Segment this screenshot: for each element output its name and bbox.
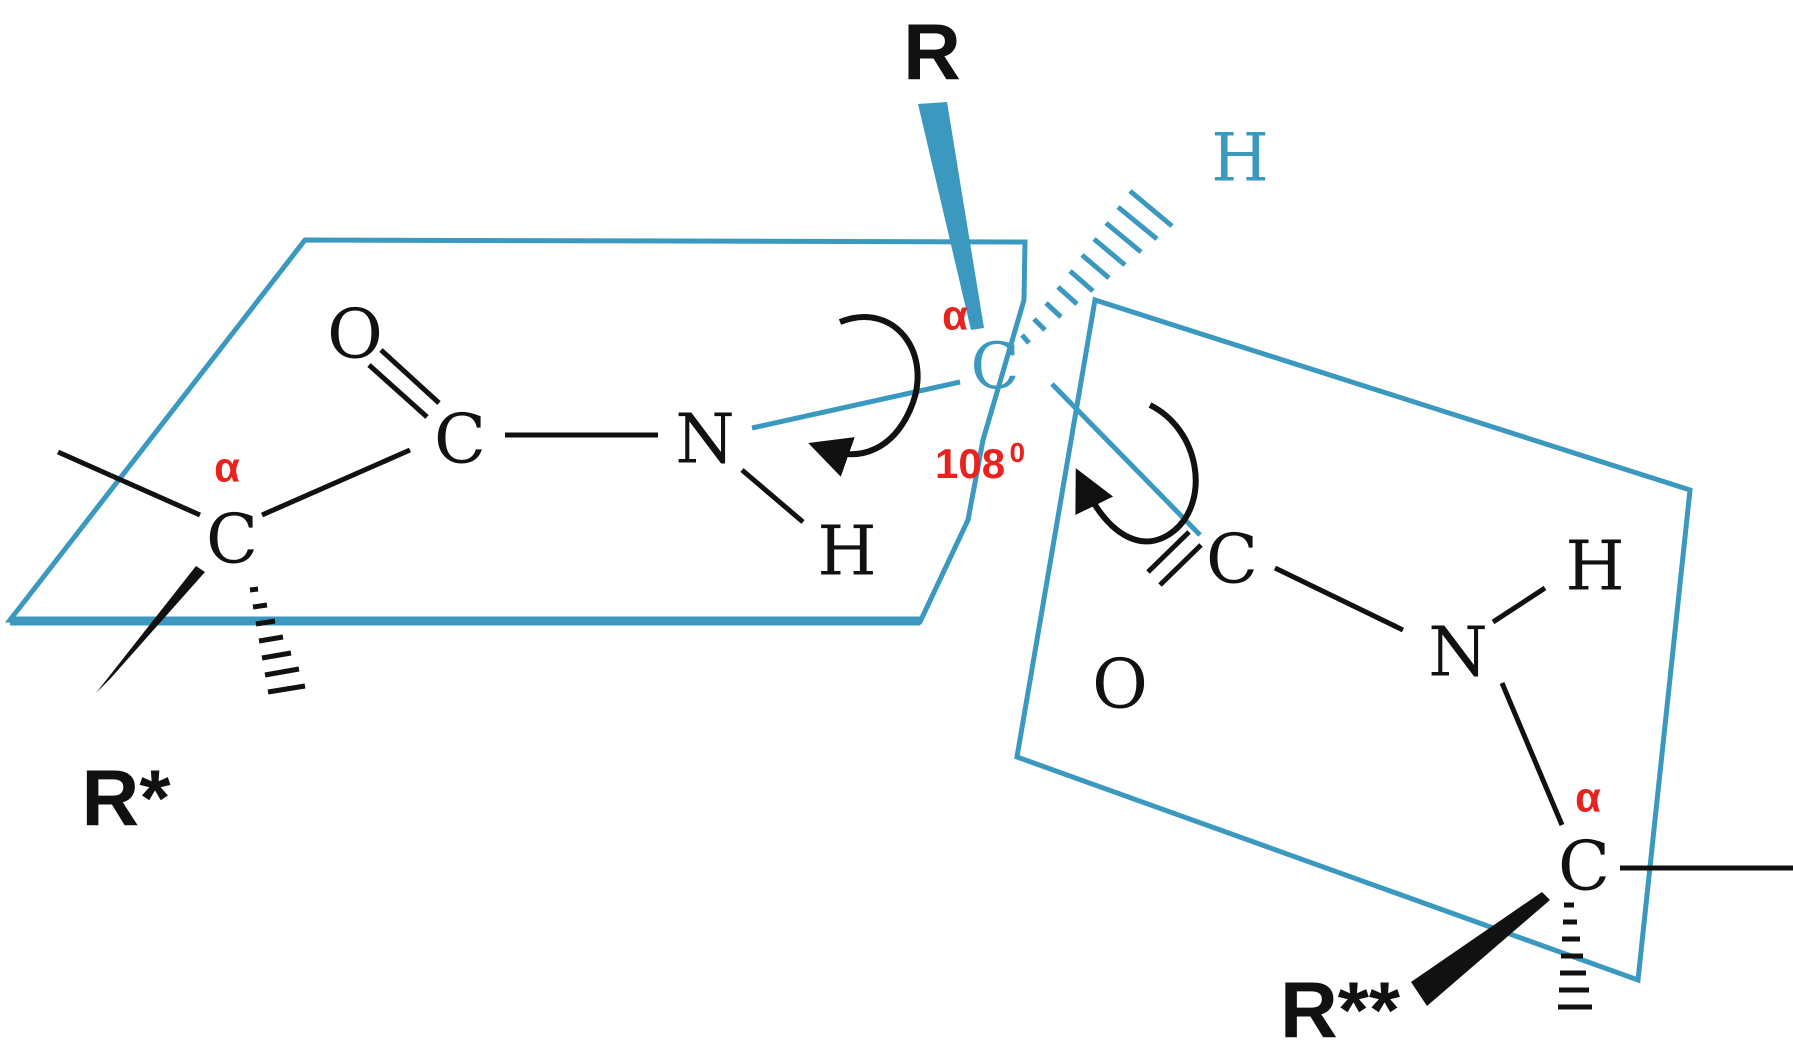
amide-plane-left [4,237,1028,625]
rotation-arrow-phi [808,314,921,477]
rotation-arrow-psi [1075,402,1199,545]
atom-h-n2: H [1565,528,1624,607]
bond-n-h-1 [740,468,805,524]
bond-carbonyl-oxygen-1a [367,363,429,419]
angle-value: 108 [935,440,1005,487]
atom-n-2: N [1428,614,1488,693]
atom-c-carbonyl-1: C [434,401,486,480]
bond-n-c-alpha-center [751,379,961,431]
label-r-star: R* [82,754,172,843]
atom-h-n1: H [817,513,876,592]
hash-bond-left [249,586,306,695]
atom-c-alpha-right: C [1558,828,1610,907]
angle-unit-superscript: 0 [1010,437,1026,468]
bond-c-n-2 [1273,565,1405,633]
label-r-double-star: R** [1280,966,1401,1041]
bond-carbonyl-oxygen-2b [1146,530,1191,574]
bond-c-alpha-carbonyl-1 [260,447,412,518]
bond-carbonyl-oxygen-1b [379,348,441,405]
atom-n-1: N [675,401,735,480]
atom-o-2: O [1092,646,1148,725]
hash-bond-right [1558,902,1592,1010]
alpha-label-right: α [1575,774,1601,821]
bond-n-c-alpha-right [1499,682,1565,826]
wedge-bond-r-star [96,566,205,693]
atom-c-alpha-center: C [971,330,1020,404]
wedge-bond-r-double-star [1411,892,1550,1006]
atom-o-1: O [327,296,383,375]
angle-label: 108 0 [935,437,1025,487]
bond-left-chain [56,449,202,518]
atom-c-alpha-left: C [206,501,258,580]
label-r: R [903,8,961,97]
wedge-bond-r [918,102,984,330]
amide-plane-right [1014,296,1693,984]
atom-c-carbonyl-2: C [1206,521,1258,600]
hash-bond-h-top [1020,189,1174,345]
alpha-label-left: α [214,444,240,491]
alpha-label-center: α [942,292,968,339]
bond-carbonyl-oxygen-2a [1158,543,1203,587]
atom-h-top: H [1211,120,1269,197]
bond-c-alpha-carbonyl-2 [1050,382,1202,537]
bond-n-h-2 [1491,585,1547,625]
